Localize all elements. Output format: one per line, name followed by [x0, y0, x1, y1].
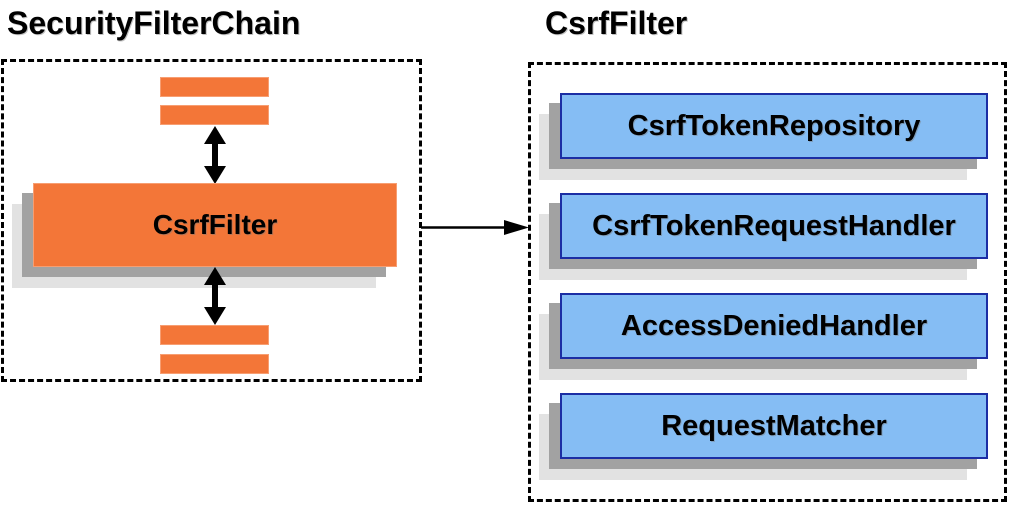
component-label: RequestMatcher: [661, 409, 887, 442]
component-label: CsrfTokenRepository: [627, 109, 921, 142]
security-filter-chain-container: CsrfFilter: [1, 59, 422, 382]
component-box-csrf-token-request-handler: CsrfTokenRequestHandler: [560, 193, 988, 259]
filter-placeholder-bar: [160, 105, 269, 125]
component-label: AccessDeniedHandler: [620, 309, 928, 342]
bidirectional-arrow-icon: [204, 267, 226, 325]
component-box-access-denied-handler: AccessDeniedHandler: [560, 293, 988, 359]
csrf-filter-node: CsrfFilter: [33, 183, 397, 267]
flow-arrow-icon: [421, 220, 529, 235]
filter-placeholder-bar: [160, 354, 269, 374]
csrf-filter-node-label: CsrfFilter: [152, 209, 278, 240]
right-panel-title: CsrfFilter: [545, 5, 688, 41]
filter-placeholder-bar: [160, 77, 269, 97]
bidirectional-arrow-icon: [204, 126, 226, 184]
left-panel-title: SecurityFilterChain: [7, 5, 301, 41]
component-box-csrf-token-repository: CsrfTokenRepository: [560, 93, 988, 159]
component-label: CsrfTokenRequestHandler: [592, 209, 956, 242]
csrf-filter-components-container: CsrfTokenRepository CsrfTokenRequestHand…: [528, 62, 1007, 502]
filter-placeholder-bar: [160, 325, 269, 345]
component-box-request-matcher: RequestMatcher: [560, 393, 988, 459]
